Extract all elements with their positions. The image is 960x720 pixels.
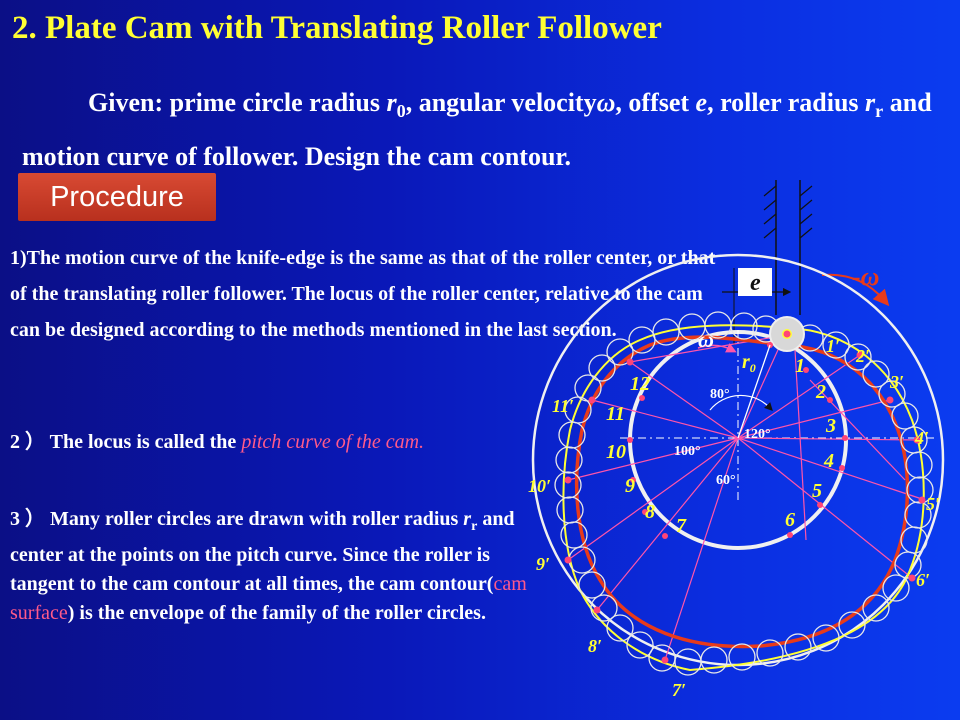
angle-120: 120° <box>744 427 771 442</box>
svg-text:11′: 11′ <box>552 396 574 416</box>
svg-text:1: 1 <box>795 355 805 377</box>
svg-text:12: 12 <box>630 373 650 395</box>
svg-text:6′: 6′ <box>916 570 930 590</box>
svg-text:4: 4 <box>823 450 834 472</box>
r0-label: r0 <box>742 351 756 375</box>
svg-text:3: 3 <box>825 415 836 437</box>
svg-text:11: 11 <box>606 403 625 425</box>
procedure-button[interactable]: Procedure <box>18 173 216 221</box>
step2-text: 2 ） The locus is called the pitch curve … <box>10 431 425 453</box>
svg-text:4′: 4′ <box>914 428 929 448</box>
offset-dimension: e <box>722 268 792 345</box>
svg-text:2: 2 <box>815 381 826 403</box>
svg-text:1′: 1′ <box>826 336 840 356</box>
angle-100: 100° <box>674 444 701 459</box>
roller-circles <box>554 311 934 676</box>
svg-text:5′: 5′ <box>926 494 940 514</box>
outer-labels: 1′ 2′ 3′ 4′ 5′ 6′ 7′ 8′ 9′ 10′ 11′ <box>528 336 940 700</box>
step1-text: 1)The motion curve of the knife-edge is … <box>10 247 716 341</box>
svg-text:2′: 2′ <box>855 346 870 366</box>
svg-text:10′: 10′ <box>528 476 551 496</box>
ray-lines <box>567 329 926 661</box>
inner-labels: 1 2 3 4 5 6 7 8 9 10 11 12 <box>606 355 836 537</box>
given-paragraph: Given: prime circle radius r0, angular v… <box>22 88 932 172</box>
svg-text:7′: 7′ <box>672 680 686 700</box>
omega-arrow: ω <box>697 327 737 353</box>
prime-points <box>627 342 848 539</box>
angle-80: 80° <box>710 387 730 402</box>
pitch-points <box>564 330 926 664</box>
svg-text:5: 5 <box>812 480 822 502</box>
svg-text:9: 9 <box>625 475 635 497</box>
omega-label: ω <box>698 327 714 352</box>
neg-omega-label: -ω <box>852 262 879 291</box>
svg-text:8′: 8′ <box>588 636 602 656</box>
rotation-arrow: -ω <box>821 262 890 307</box>
angle-60: 60° <box>716 473 736 488</box>
pitch-curve <box>562 324 925 672</box>
slide-title: 2. Plate Cam with Translating Roller Fol… <box>12 10 662 46</box>
svg-text:6: 6 <box>785 509 795 531</box>
svg-text:10: 10 <box>606 441 626 463</box>
step3-text: 3 ） Many roller circles are drawn with r… <box>10 508 527 624</box>
svg-text:3′: 3′ <box>889 372 904 392</box>
r0-line <box>737 344 771 439</box>
svg-text:9′: 9′ <box>536 554 550 574</box>
offset-e-label: e <box>750 270 761 296</box>
svg-text:7: 7 <box>676 515 687 537</box>
svg-text:8: 8 <box>645 501 655 523</box>
